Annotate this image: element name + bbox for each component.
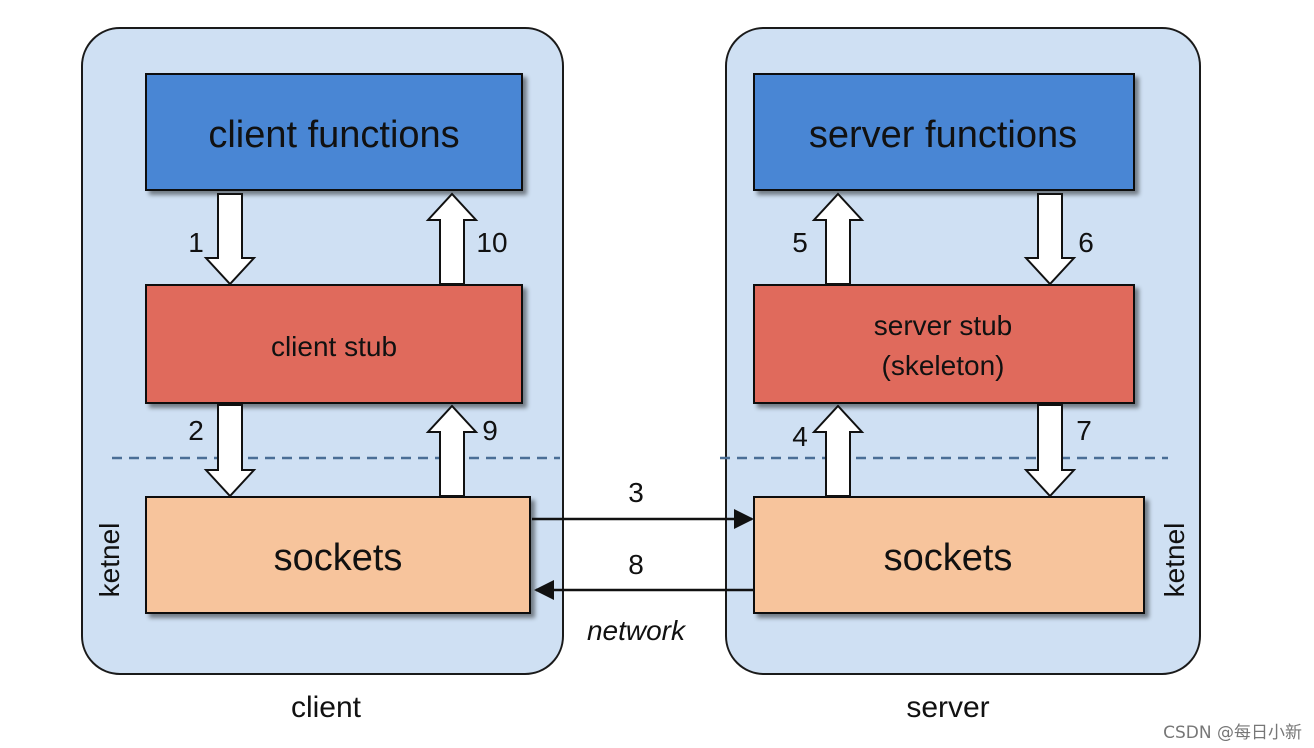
arrow-step-10 (425, 192, 479, 285)
arrow-step-4 (811, 404, 865, 497)
client-caption: client (291, 691, 362, 724)
step-label-6: 6 (1078, 227, 1094, 258)
step-label-1: 1 (188, 227, 204, 258)
arrow-step-7 (1023, 404, 1077, 498)
server-functions-label: server functions (809, 114, 1077, 156)
client-sockets-label: sockets (274, 537, 403, 579)
arrow-step-2 (203, 404, 257, 498)
server-sockets-label: sockets (884, 537, 1013, 579)
step-label-2: 2 (188, 415, 204, 446)
step-label-5: 5 (792, 227, 808, 258)
arrow-step-1 (203, 193, 257, 286)
client-stub-box (145, 284, 523, 404)
client-functions-box (145, 73, 523, 191)
client-functions-label: client functions (208, 114, 459, 156)
watermark: CSDN @每日小新 (1163, 723, 1302, 743)
step-label-4: 4 (792, 421, 808, 452)
server-stub-label-line2: (skeleton) (882, 350, 1005, 381)
client-stub-label: client stub (271, 331, 397, 362)
server-caption: server (906, 691, 989, 724)
step-label-8: 8 (628, 549, 644, 580)
step-label-10: 10 (476, 227, 507, 258)
server-sockets-box (753, 496, 1145, 614)
client-sockets-box (145, 496, 531, 614)
network-label: network (587, 615, 687, 646)
arrow-step-6 (1023, 193, 1077, 286)
arrow-step-9 (425, 404, 479, 497)
arrow-step-5 (811, 192, 865, 285)
step-label-3: 3 (628, 477, 644, 508)
server-functions-box (753, 73, 1135, 191)
client-kernel-label: ketnel (94, 523, 125, 598)
server-stub-box (753, 284, 1135, 404)
server-stub-label-line1: server stub (874, 310, 1013, 341)
server-kernel-label: ketnel (1159, 523, 1190, 598)
step-label-7: 7 (1076, 415, 1092, 446)
step-label-9: 9 (482, 415, 498, 446)
